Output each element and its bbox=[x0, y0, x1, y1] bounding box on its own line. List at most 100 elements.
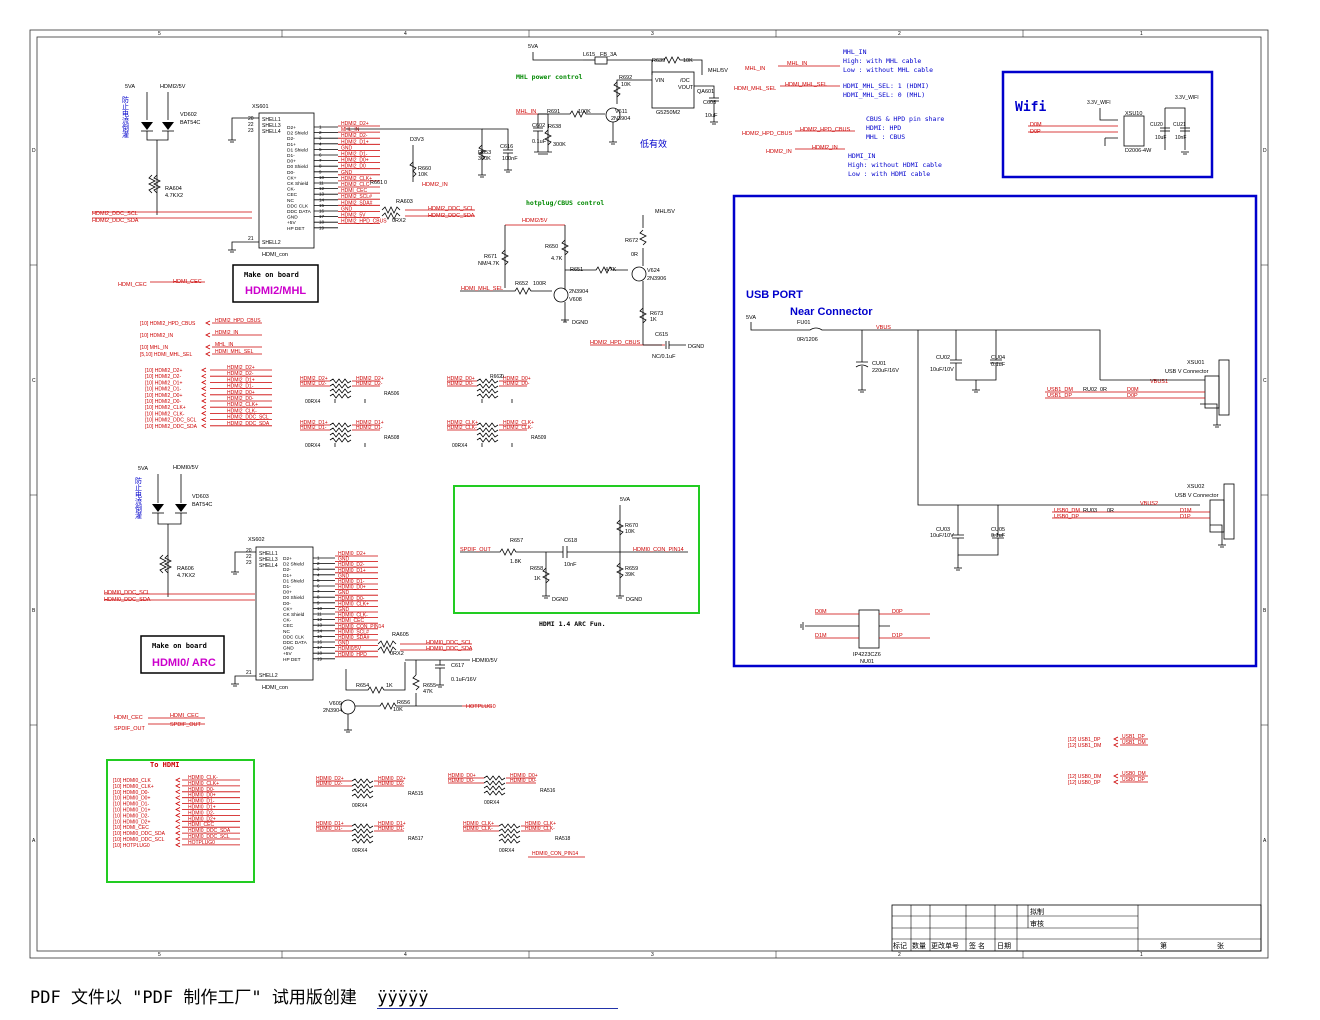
net-d0p: D0P bbox=[892, 609, 903, 615]
shell3: SHELL3 bbox=[262, 123, 281, 129]
net-mhl-in: MHL_IN bbox=[745, 66, 765, 72]
svg-text:18: 18 bbox=[317, 651, 323, 656]
tb-signature: 签 名 bbox=[969, 941, 985, 950]
val-cu01: 220uF/16V bbox=[872, 368, 899, 374]
make-on-board-label: Make on board bbox=[244, 271, 299, 279]
part-2n3906: 2N3906 bbox=[647, 276, 666, 282]
net-label: HDMI2_CLK+ bbox=[447, 420, 478, 426]
title-block: 拟制 审核 标记 数量 更改单号 签 名 日期 第 张 bbox=[891, 904, 1262, 952]
svg-text:4: 4 bbox=[317, 572, 320, 577]
net-label: HDMI0_D0+ bbox=[510, 773, 538, 779]
ref-xs601: XS601 bbox=[252, 104, 269, 110]
ref-c602: C602 bbox=[532, 123, 545, 129]
net-label: HDMI_CEC bbox=[338, 618, 365, 624]
val-r659: 39K bbox=[625, 572, 635, 578]
svg-text:17: 17 bbox=[317, 645, 323, 650]
sheet-frame: 5 4 3 2 1 5 4 3 2 1 D C B A D C B A bbox=[29, 29, 1269, 959]
net-label: HDMI2_CLK+ bbox=[227, 402, 258, 408]
net-d1p: D1P bbox=[1180, 514, 1191, 520]
net-hdmi2-5v: HDMI2/5V bbox=[160, 84, 186, 90]
val-ra603: 0RX2 bbox=[392, 218, 406, 224]
net-ddc-sda: HDMI2_DDC_SDA bbox=[92, 218, 139, 224]
svg-text:6: 6 bbox=[319, 153, 322, 158]
col-label: 1 bbox=[1140, 31, 1143, 37]
net-label: GND bbox=[338, 590, 350, 596]
port-label: [10] HDMI0_CLK+ bbox=[113, 784, 154, 790]
port-label: [10] HDMI2_CLK+ bbox=[145, 405, 186, 411]
ref-v611: V611 bbox=[615, 109, 627, 115]
port-label: [10] HDMI2_D0+ bbox=[145, 393, 182, 399]
ref-l615: L615 bbox=[583, 52, 595, 58]
val-label: 00RX4 bbox=[352, 803, 368, 809]
connector-pin-name: D0+ bbox=[283, 590, 292, 596]
port-label: [12] USB0_DP bbox=[1068, 780, 1101, 786]
tb-qty: 数量 bbox=[912, 941, 926, 950]
net-label: HDMI2_D1- bbox=[227, 384, 254, 390]
net-d1m: D1M bbox=[1180, 508, 1192, 514]
ref-r650: R650 bbox=[545, 244, 558, 250]
pin-vout: VOUT bbox=[678, 85, 694, 91]
note-anti-backflow: 防止电流倒灌 bbox=[135, 476, 143, 520]
net-dgnd: DGND bbox=[552, 597, 568, 603]
footer-text: PDF 文件以 "PDF 制作工厂" 试用版创建 bbox=[30, 988, 378, 1008]
connector-pin-name: D2- bbox=[283, 567, 291, 573]
shell3: SHELL3 bbox=[259, 557, 278, 563]
val-ra604: 4.7KX2 bbox=[165, 193, 183, 199]
note-mhl-in-title: MHL_IN bbox=[843, 48, 867, 56]
ref-xsu01: XSU01 bbox=[1187, 360, 1204, 366]
connector-pin-name: D1 Shield bbox=[287, 147, 308, 153]
val-r691: 100K bbox=[578, 109, 591, 115]
pdf-footer: PDF 文件以 "PDF 制作工厂" 试用版创建 ÿÿÿÿÿ bbox=[30, 983, 619, 1009]
part-2n3904: 2N3904 bbox=[323, 708, 342, 714]
svg-text:19: 19 bbox=[319, 225, 325, 230]
net-label: HDMI0_D1- bbox=[188, 799, 215, 805]
connector-pin-name: D2 Shield bbox=[283, 562, 304, 568]
ref-nu01: NU01 bbox=[860, 659, 874, 665]
net-label: HDMI0_D1+ bbox=[338, 568, 366, 574]
net-hotplug0: HOTPLUG0 bbox=[466, 704, 496, 710]
net-label: HDMI2_D2- bbox=[356, 381, 383, 387]
ref-label: RA506 bbox=[384, 391, 400, 397]
net-label: HDMI2_D0+ bbox=[227, 390, 255, 396]
net-label: HDMI2_D0- bbox=[503, 381, 530, 387]
connector-pin-name: +5V bbox=[287, 220, 296, 226]
ref-cu03: CU03 bbox=[936, 527, 950, 533]
mhl-power-section: MHL power control 5VA L615 FB_3A R639 10… bbox=[516, 44, 728, 155]
resistor-icon bbox=[478, 144, 486, 161]
diode-icon bbox=[141, 122, 153, 130]
ref-v609: V609 bbox=[329, 701, 342, 707]
arc-box bbox=[453, 485, 700, 614]
net-label: HDMI2_CLK- bbox=[503, 425, 533, 431]
svg-text:20: 20 bbox=[248, 116, 254, 122]
val-cu03: 10uF/10V bbox=[930, 533, 954, 539]
net-hdmi-cec: HDMI_CEC bbox=[170, 713, 199, 719]
part-ip4223: IP4223CZ6 bbox=[853, 652, 881, 658]
val-r673: 1K bbox=[650, 317, 657, 323]
note-anti-backflow: 防止电流倒灌 bbox=[122, 95, 130, 139]
net-ddc-sda: HDMI2_DDC_SDA bbox=[428, 213, 475, 219]
svg-text:14: 14 bbox=[319, 197, 325, 202]
net-label: HDMI2_D0+ bbox=[341, 158, 369, 164]
connector-pin-name: D0- bbox=[283, 601, 291, 607]
net-label: HDMI2_D2- bbox=[341, 133, 368, 139]
net-label: HDMI0_D0+ bbox=[448, 773, 476, 779]
net-label: HDMI2_SDA# bbox=[341, 200, 373, 206]
hotplug-section: hotplug/CBUS control MHL/5V HDMI2/5V R67… bbox=[460, 199, 704, 360]
svg-text:6: 6 bbox=[317, 584, 320, 589]
net-label: HDMI0_CLK+ bbox=[188, 781, 219, 787]
val-fu01: 0R/1206 bbox=[797, 337, 818, 343]
val-r656: 10K bbox=[393, 707, 403, 713]
net-label: HDMI0_SCL# bbox=[338, 629, 369, 635]
footer-link[interactable]: ÿÿÿÿÿ bbox=[377, 988, 619, 1009]
ref-r670: R670 bbox=[625, 523, 638, 529]
connector-pin-name: HP DET bbox=[283, 657, 301, 663]
esd-ic-nu01 bbox=[858, 609, 880, 649]
shell2: SHELL2 bbox=[262, 240, 281, 246]
net-label: HDMI0_D1- bbox=[316, 826, 343, 832]
shell1: SHELL1 bbox=[262, 117, 281, 123]
hdmi2-connector-name: HDMI_con bbox=[262, 252, 288, 258]
val-r672: 0R bbox=[631, 252, 638, 258]
col-label: 5 bbox=[158, 952, 161, 958]
net-label: HDMI0_CON_PIN14 bbox=[532, 851, 578, 857]
